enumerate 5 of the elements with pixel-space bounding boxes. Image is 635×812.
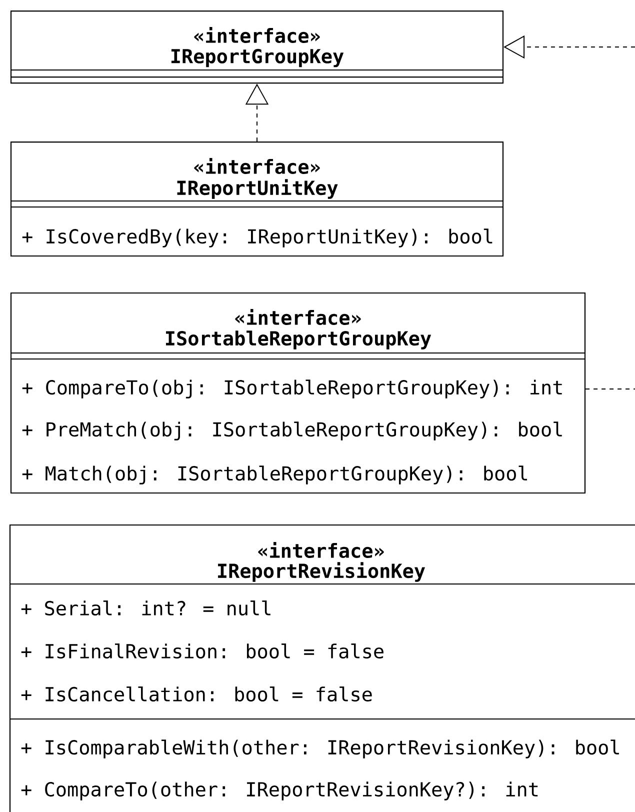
interface-box: «interface» IReportRevisionKey + Serial: int? = null + IsFinalRevision: bool = false + IsCancellation: bool = false + IsComparableWith(other: IReportRevisionKey): bool + CompareTo(other: IReportRevisionKey?): int [9, 524, 635, 812]
interface-box: «interface» IReportUnitKey + IsCoveredBy(key: IReportUnitKey): bool [10, 141, 504, 257]
interface-box: «interface» ISortableReportGroupKey + CompareTo(obj: ISortableReportGroupKey): int + PreMatch(obj: ISortableReportGroupKey): bool + Match(obj: ISortableReportGroupKey): bool [10, 292, 586, 494]
interface-box: «interface» IReportGroupKey [10, 10, 504, 84]
dashed-line [585, 388, 635, 390]
